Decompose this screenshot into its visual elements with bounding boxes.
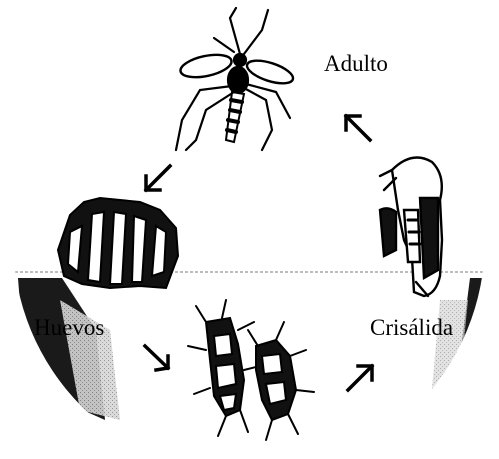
label-eggs: Huevos — [34, 316, 104, 339]
label-adult: Adulto — [324, 52, 388, 75]
arrow-adult-to-eggs — [146, 166, 170, 190]
egg-raft-icon — [58, 198, 178, 288]
mosquito-adult-icon — [176, 8, 296, 150]
label-pupa: Crisálida — [370, 316, 453, 339]
water-region — [0, 272, 499, 454]
arrow-pupa-to-adult — [346, 116, 370, 140]
